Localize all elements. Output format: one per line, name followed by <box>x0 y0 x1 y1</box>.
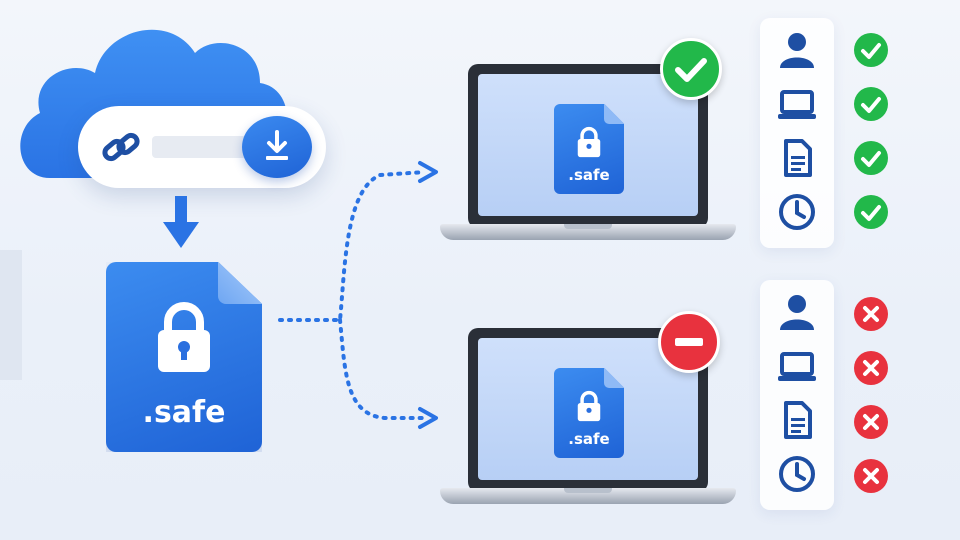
check-icon <box>854 195 888 229</box>
cross-icon <box>854 459 888 493</box>
file-fold <box>218 262 262 304</box>
lock-icon <box>577 126 601 158</box>
laptop-lid: .safe <box>468 64 708 228</box>
download-link-bar[interactable] <box>78 106 326 188</box>
blocked-checks-panel <box>760 280 834 510</box>
file-fold <box>604 104 624 124</box>
laptop-notch <box>564 224 612 229</box>
arrow-down-icon <box>163 196 199 248</box>
background-panel <box>0 250 22 380</box>
allowed-check-icon <box>660 38 722 100</box>
laptop-base <box>440 224 736 240</box>
user-icon <box>780 295 814 330</box>
download-icon <box>266 130 288 160</box>
document-icon <box>784 401 812 439</box>
laptop-base <box>440 488 736 504</box>
laptop-notch <box>564 488 612 493</box>
laptop-icon <box>778 90 816 119</box>
laptop-screen: .safe <box>478 74 698 216</box>
check-icon <box>854 33 888 67</box>
check-icon <box>854 141 888 175</box>
clock-icon <box>779 194 815 230</box>
laptop-icon <box>778 352 816 381</box>
check-icon <box>854 87 888 121</box>
distribution-arrows <box>278 161 438 429</box>
file-extension-label: .safe <box>568 166 610 184</box>
link-icon <box>102 132 140 162</box>
user-icon <box>780 33 814 68</box>
blocked-minus-icon <box>658 311 720 373</box>
lock-icon <box>577 390 601 422</box>
download-button[interactable] <box>242 116 312 178</box>
laptop-allowed: .safe <box>440 64 740 254</box>
cross-icon <box>854 405 888 439</box>
file-fold <box>604 368 624 388</box>
cross-icon <box>854 297 888 331</box>
safe-file-icon: .safe <box>554 104 624 194</box>
cross-icon <box>854 351 888 385</box>
laptop-screen: .safe <box>478 338 698 480</box>
allowed-checks-panel <box>760 18 834 248</box>
file-extension-label: .safe <box>568 430 610 448</box>
safe-file-icon: .safe <box>106 262 262 452</box>
clock-icon <box>779 456 815 492</box>
safe-file-icon: .safe <box>554 368 624 458</box>
lock-icon <box>158 302 210 372</box>
file-extension-label: .safe <box>142 395 226 430</box>
document-icon <box>784 139 812 177</box>
